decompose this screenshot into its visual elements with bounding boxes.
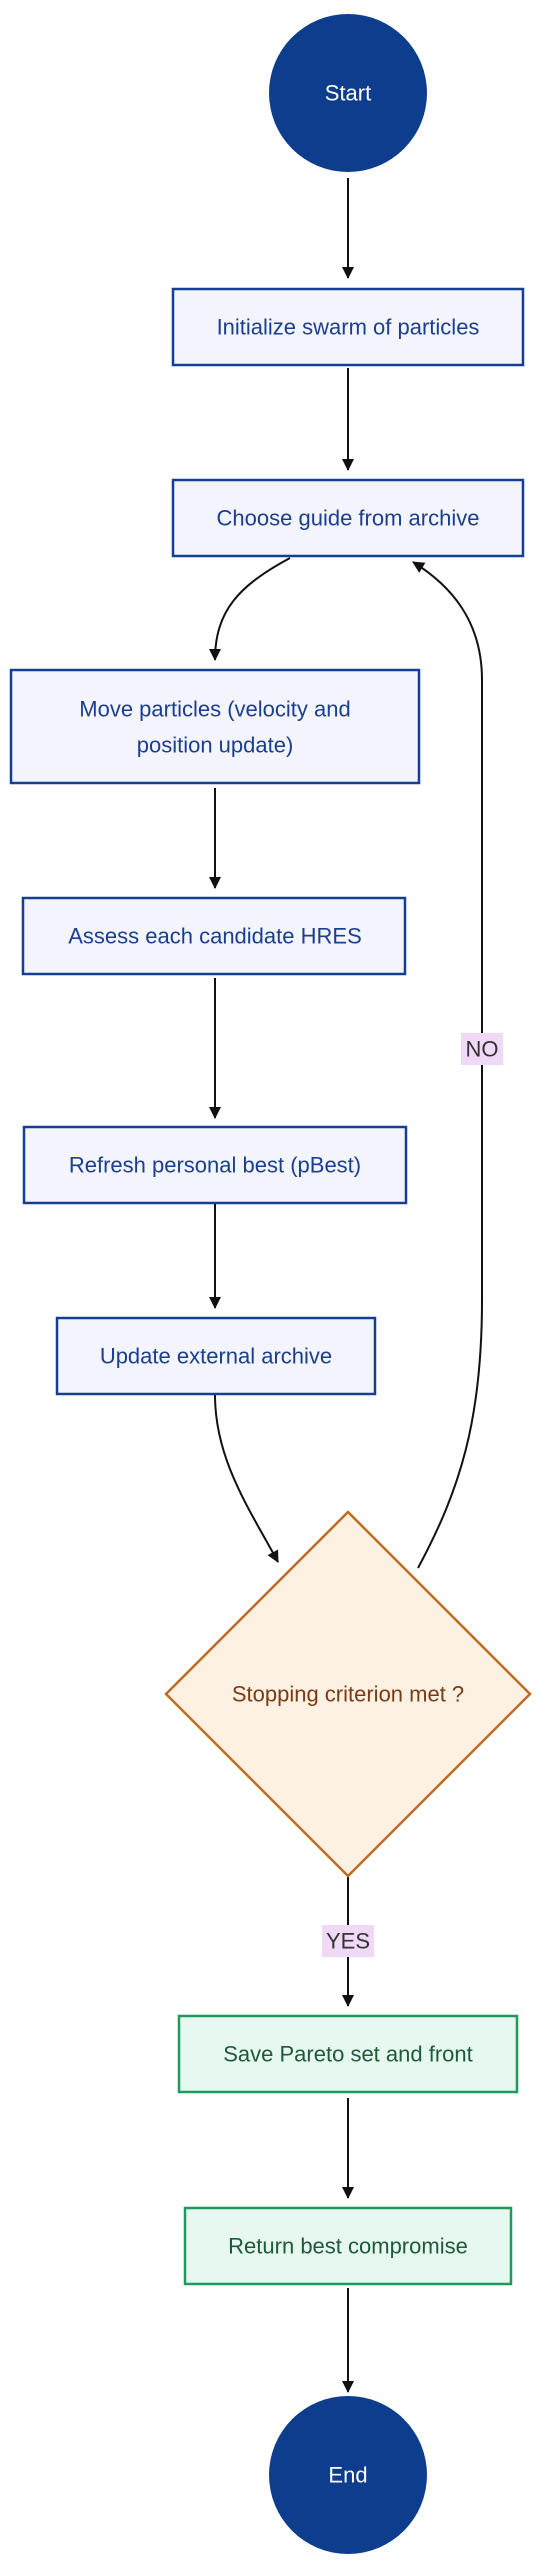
save-pareto-node-label: Save Pareto set and front — [223, 2042, 473, 2067]
init-swarm-node-shape — [171, 287, 525, 367]
start-node-shape — [269, 14, 427, 172]
init-swarm-node: Initialize swarm of particles — [171, 287, 525, 367]
update-archive-node-shape — [55, 1316, 377, 1396]
edge-update-to-decision — [214, 1394, 279, 1563]
edge-label-yes-text: YES — [326, 1929, 370, 1954]
edge-decision-no-loop — [412, 561, 483, 1569]
save-pareto-node: Save Pareto set and front — [177, 2014, 519, 2094]
move-particles-node-shape — [9, 668, 421, 785]
end-node: End — [269, 2396, 427, 2554]
stopping-criterion-decision-label: Stopping criterion met ? — [232, 1682, 464, 1707]
end-node-shape — [269, 2396, 427, 2554]
edges — [209, 178, 483, 2393]
start-node: Start — [269, 14, 427, 172]
assess-candidate-node-label: Assess each candidate HRES — [68, 924, 362, 949]
stopping-criterion-decision: Stopping criterion met ? — [164, 1510, 532, 1878]
save-pareto-node-shape — [177, 2014, 519, 2094]
edge-guide-to-move — [209, 557, 291, 661]
start-node-label: Start — [325, 81, 371, 106]
stopping-criterion-decision-shape — [164, 1510, 532, 1878]
refresh-pbest-node-shape — [22, 1125, 408, 1205]
move-particles-node-label-line1: Move particles (velocity and — [79, 697, 350, 722]
return-compromise-node-label: Return best compromise — [228, 2234, 468, 2259]
choose-guide-node-label: Choose guide from archive — [217, 506, 480, 531]
edge-label-yes: YES — [322, 1925, 374, 1957]
edge-label-no-text: NO — [466, 1037, 499, 1062]
assess-candidate-node: Assess each candidate HRES — [21, 896, 407, 976]
choose-guide-node: Choose guide from archive — [171, 478, 525, 558]
choose-guide-node-shape — [171, 478, 525, 558]
assess-candidate-node-shape — [21, 896, 407, 976]
return-compromise-node-shape — [183, 2206, 513, 2286]
edge-label-yes-background — [322, 1925, 374, 1957]
return-compromise-node: Return best compromise — [183, 2206, 513, 2286]
move-particles-node: Move particles (velocity and position up… — [9, 668, 421, 785]
update-archive-node-label: Update external archive — [100, 1344, 332, 1369]
init-swarm-node-label: Initialize swarm of particles — [217, 315, 480, 340]
update-archive-node: Update external archive — [55, 1316, 377, 1396]
refresh-pbest-node-label: Refresh personal best (pBest) — [69, 1153, 361, 1178]
edge-label-no: NO — [461, 1033, 503, 1065]
edge-label-no-background — [461, 1033, 503, 1065]
move-particles-node-label-line2: position update) — [137, 733, 294, 758]
end-node-label: End — [328, 2463, 367, 2488]
refresh-pbest-node: Refresh personal best (pBest) — [22, 1125, 408, 1205]
